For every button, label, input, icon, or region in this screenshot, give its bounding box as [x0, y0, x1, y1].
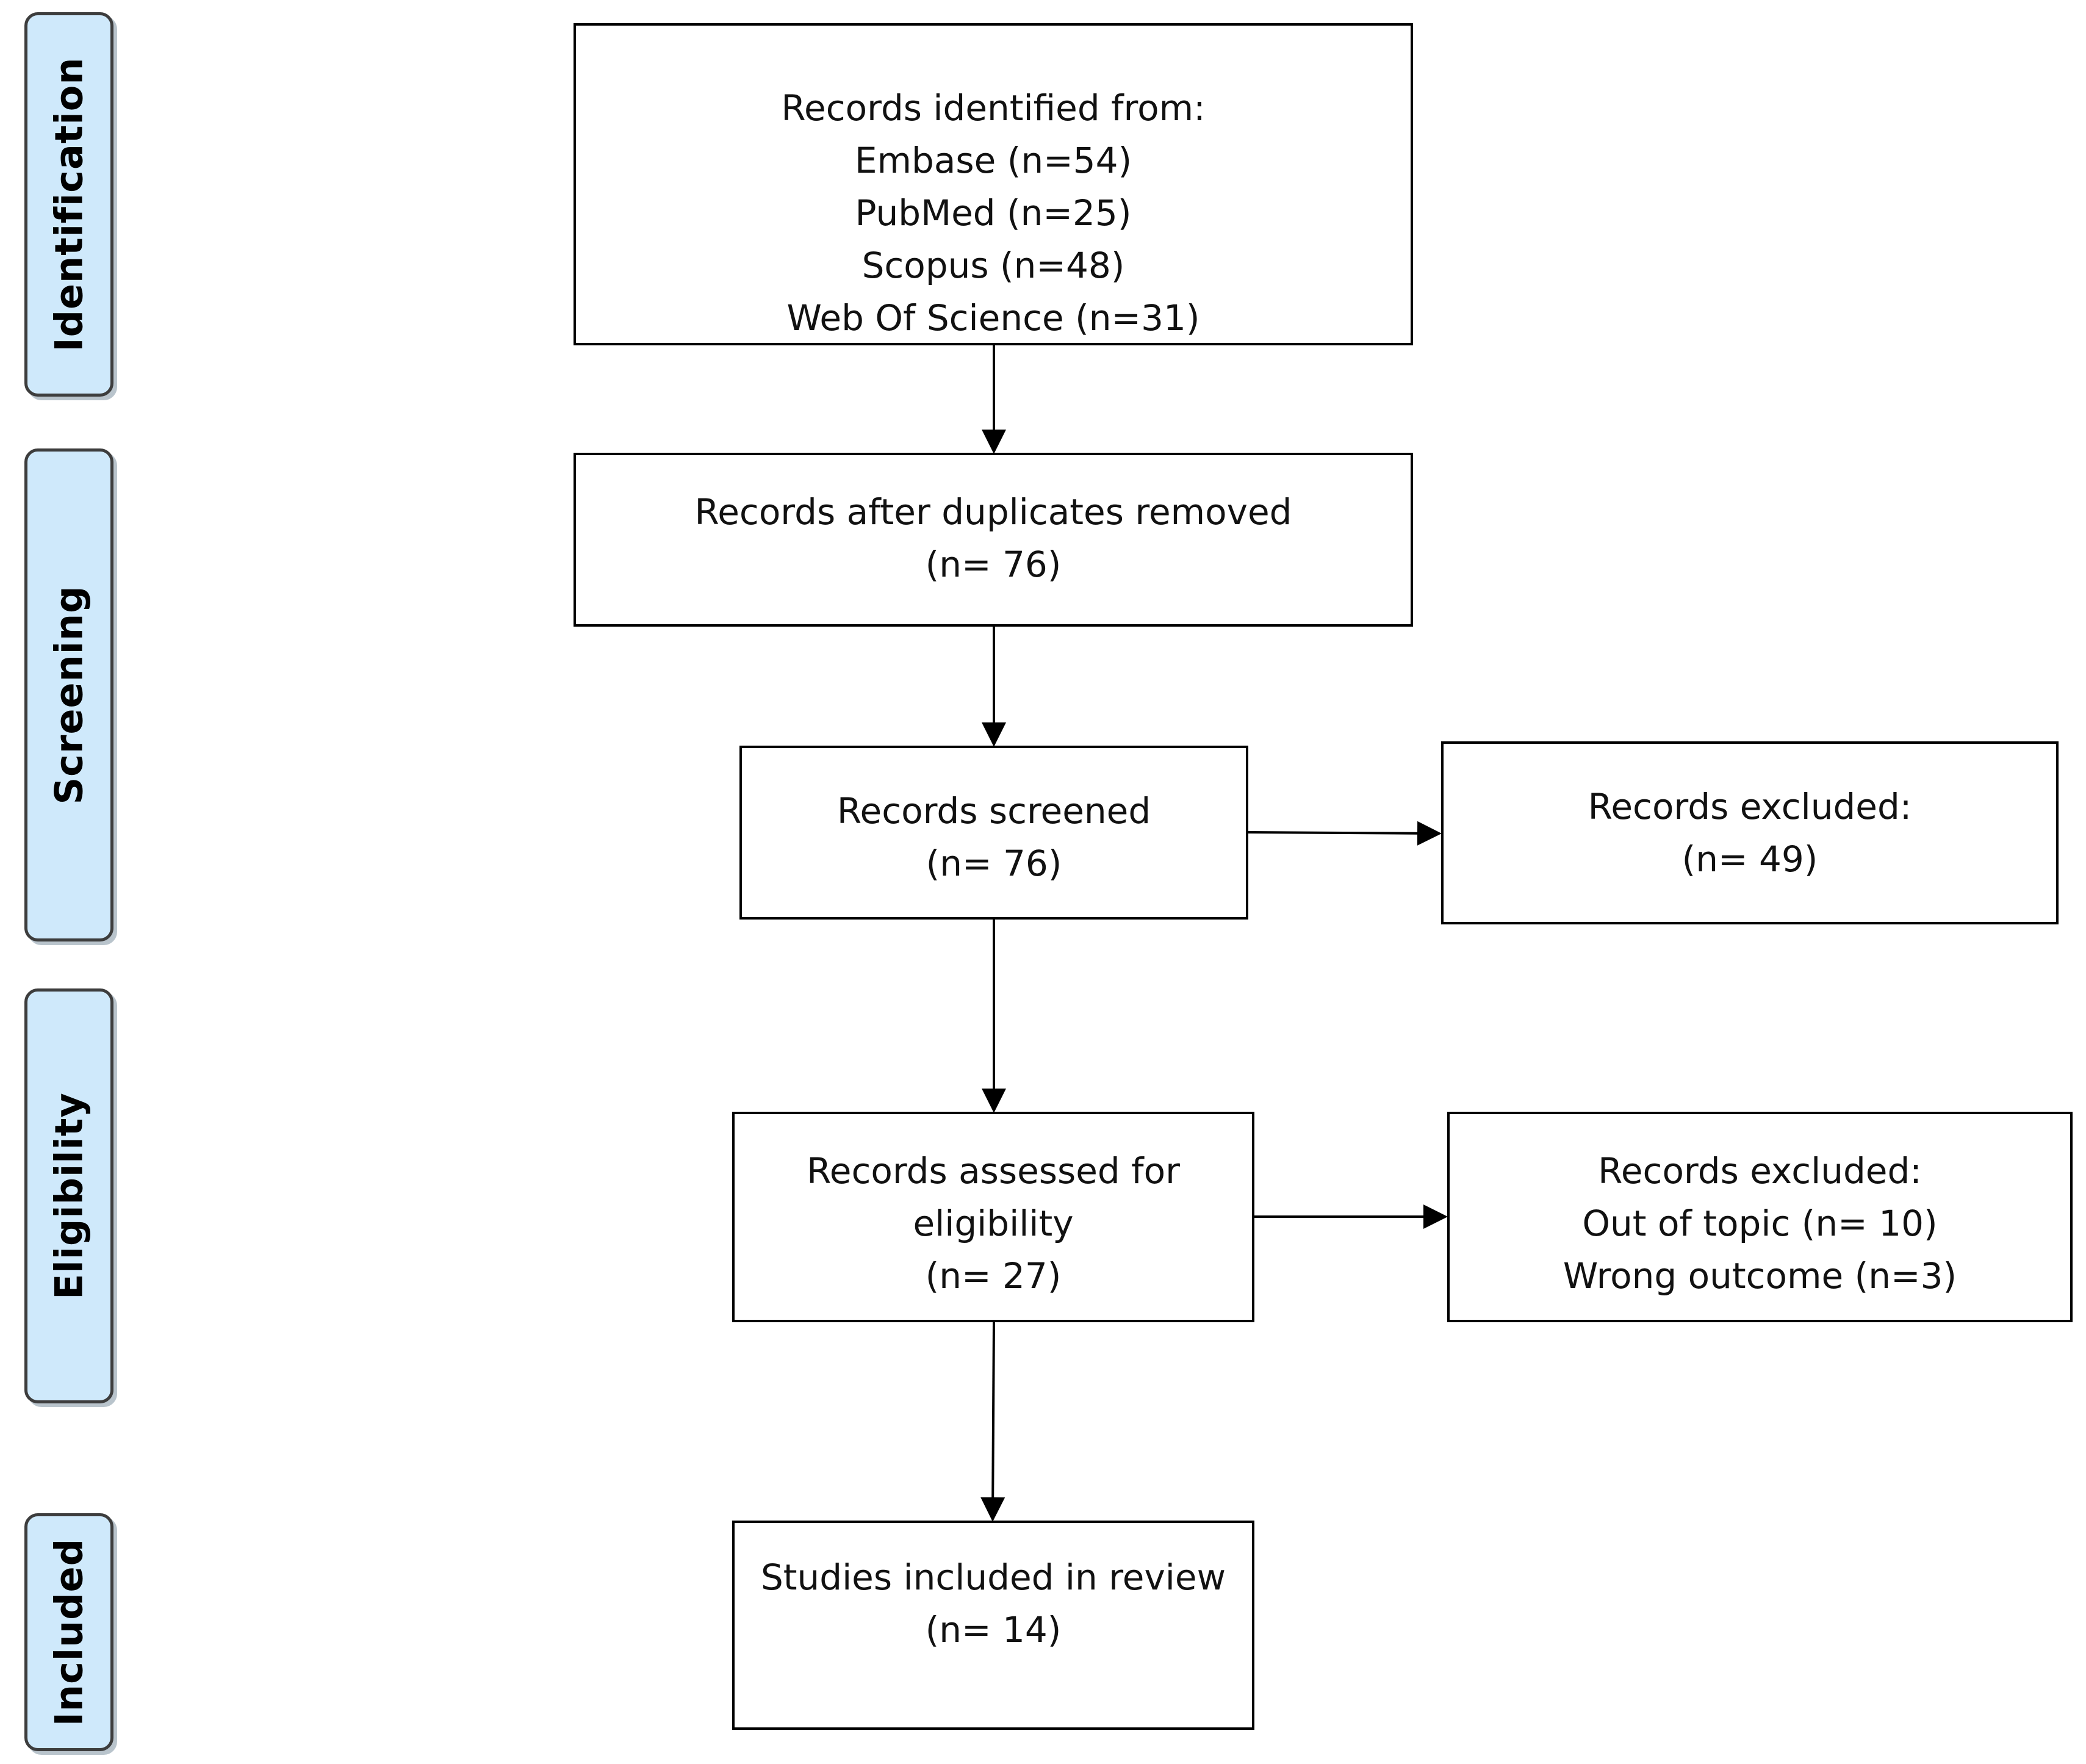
stage-eligibility-text: Eligibility: [46, 1092, 92, 1300]
excluded-eligibility-line-3: Wrong outcome (n=3): [1563, 1255, 1957, 1297]
assessed-line-1: Records assessed for: [807, 1150, 1180, 1192]
stage-label-screening: Screening: [24, 448, 113, 941]
arrow-assessed-to-included: [980, 1321, 1005, 1522]
duplicates-line-2: (n= 76): [925, 544, 1062, 585]
stage-included-text: Included: [46, 1538, 92, 1727]
duplicates-line-1: Records after duplicates removed: [694, 491, 1292, 533]
identified-line-5: Web Of Science (n=31): [786, 297, 1200, 339]
box-records-excluded-screening: Records excluded: (n= 49): [1441, 741, 2059, 924]
box-studies-included: Studies included in review (n= 14): [732, 1521, 1254, 1730]
box-records-excluded-eligibility: Records excluded: Out of topic (n= 10) W…: [1447, 1112, 2073, 1322]
screened-line-1: Records screened: [836, 790, 1151, 832]
excluded-eligibility-line-2: Out of topic (n= 10): [1582, 1203, 1938, 1244]
stage-label-identification: Identification: [24, 12, 113, 397]
stage-identification-text: Identification: [46, 57, 92, 352]
assessed-line-3: (n= 27): [925, 1255, 1062, 1297]
box-records-assessed: Records assessed for eligibility (n= 27): [732, 1112, 1254, 1322]
identified-line-3: PubMed (n=25): [855, 192, 1132, 234]
stage-screening-text: Screening: [46, 585, 92, 805]
arrow-screened-to-excluded: [1247, 821, 1442, 846]
included-line-2: (n= 14): [925, 1609, 1062, 1651]
box-records-identified: Records identified from: Embase (n=54) P…: [574, 23, 1413, 345]
excluded-eligibility-line-1: Records excluded:: [1598, 1150, 1922, 1192]
excluded-screening-line-1: Records excluded:: [1588, 786, 1912, 827]
identified-line-1: Records identified from:: [781, 87, 1206, 129]
excluded-screening-line-2: (n= 49): [1681, 838, 1818, 880]
stage-label-included: Included: [24, 1513, 113, 1751]
screened-line-2: (n= 76): [926, 843, 1062, 884]
assessed-line-2: eligibility: [913, 1203, 1074, 1244]
stage-label-eligibility: Eligibility: [24, 988, 113, 1403]
box-records-screened: Records screened (n= 76): [739, 746, 1248, 920]
included-line-1: Studies included in review: [760, 1557, 1226, 1598]
identified-line-4: Scopus (n=48): [861, 245, 1125, 286]
identified-line-2: Embase (n=54): [854, 140, 1132, 181]
box-after-duplicates: Records after duplicates removed (n= 76): [574, 453, 1413, 627]
